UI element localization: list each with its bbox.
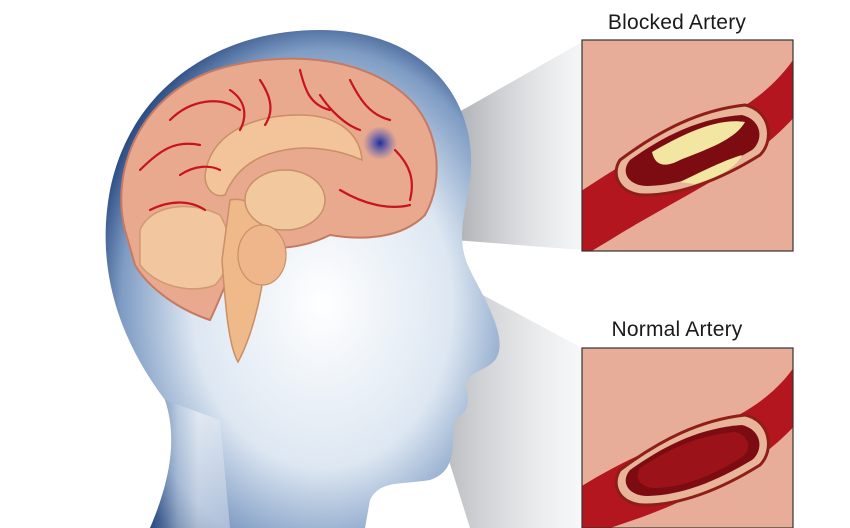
- normal-artery-panel: [581, 347, 794, 528]
- brain: [120, 57, 438, 364]
- blocked-artery-panel: [581, 39, 794, 252]
- blocked-artery-label: Blocked Artery: [607, 11, 747, 34]
- clot-spot: [363, 126, 397, 160]
- normal-artery-label: Normal Artery: [611, 318, 743, 341]
